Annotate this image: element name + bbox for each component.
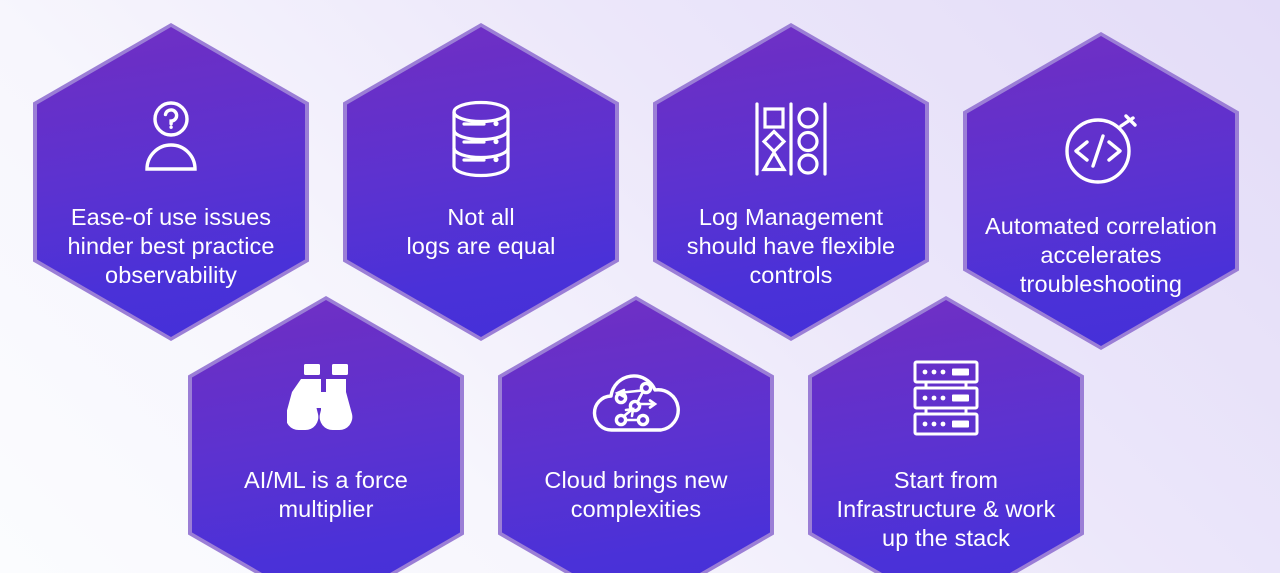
cloud-network-icon bbox=[498, 352, 774, 444]
hex-label: Ease-of use issues hinder best practice … bbox=[67, 204, 275, 288]
binoculars-icon bbox=[188, 352, 464, 444]
hex-cell-ai-ml-force-multiplier[interactable]: AI/ML is a force multiplier bbox=[188, 296, 464, 573]
hex-cell-start-from-infrastructure[interactable]: Start from Infrastructure & work up the … bbox=[808, 296, 1084, 573]
hex-label: Start from Infrastructure & work up the … bbox=[836, 467, 1056, 551]
hex-cell-ease-of-use[interactable]: Ease-of use issues hinder best practice … bbox=[33, 23, 309, 341]
flexible-controls-icon bbox=[653, 89, 929, 189]
hex-label: Not all logs are equal bbox=[406, 204, 556, 259]
hex-label: Cloud brings new complexities bbox=[544, 467, 728, 522]
user-question-icon bbox=[33, 89, 309, 189]
hex-label: Log Management should have flexible cont… bbox=[686, 204, 896, 288]
hex-label: Automated correlation accelerates troubl… bbox=[984, 213, 1217, 297]
hex-cell-not-all-logs-equal[interactable]: Not all logs are equal bbox=[343, 23, 619, 341]
hex-cell-cloud-complexities[interactable]: Cloud brings new complexities bbox=[498, 296, 774, 573]
hex-fill bbox=[657, 27, 925, 337]
server-rack-icon bbox=[808, 352, 1084, 444]
database-icon bbox=[343, 89, 619, 189]
hex-cell-log-management-controls[interactable]: Log Management should have flexible cont… bbox=[653, 23, 929, 341]
code-circle-icon bbox=[963, 98, 1239, 198]
hex-label: AI/ML is a force multiplier bbox=[244, 467, 408, 522]
hex-cell-automated-correlation[interactable]: Automated correlation accelerates troubl… bbox=[963, 32, 1239, 350]
